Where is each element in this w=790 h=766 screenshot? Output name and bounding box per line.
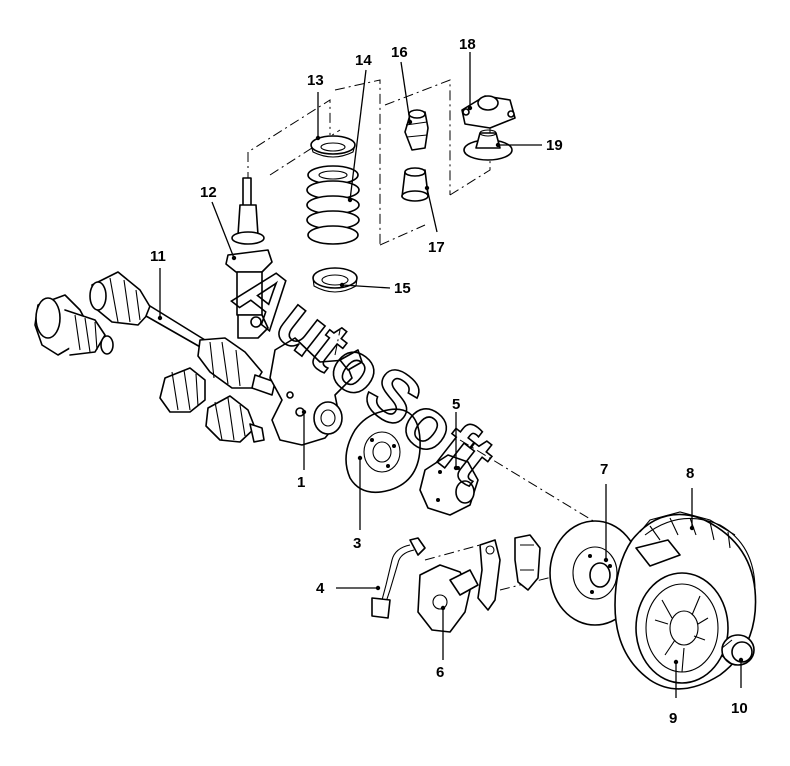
- callout-19: 19: [546, 137, 563, 154]
- cv-boot-small: [159, 367, 206, 413]
- dust-boot: [401, 167, 429, 202]
- coil-spring: [306, 165, 360, 245]
- callout-11: 11: [150, 248, 166, 265]
- callouts: 1 2 3 4 5 6 7 8 9 10: [150, 36, 748, 727]
- callout-16: 16: [391, 44, 408, 61]
- callout-12: 12: [200, 184, 217, 201]
- callout-18: 18: [459, 36, 476, 53]
- wheel-rim: [635, 572, 729, 684]
- callout-6: 6: [436, 664, 444, 681]
- callout-9: 9: [669, 710, 677, 727]
- spring-upper-seat: [310, 135, 356, 158]
- abs-sensor-cable: [371, 537, 426, 619]
- callout-14: 14: [355, 52, 372, 69]
- callout-1: 1: [297, 474, 305, 491]
- hub-cap: [721, 634, 755, 666]
- callout-8: 8: [686, 465, 694, 482]
- cv-boot-inner: [205, 395, 265, 443]
- steering-knuckle: [269, 337, 363, 446]
- callout-5: 5: [452, 396, 460, 413]
- drive-shaft: [89, 271, 276, 396]
- callout-7: 7: [600, 461, 608, 478]
- callout-13: 13: [307, 72, 324, 89]
- brake-pad-outer: [514, 534, 541, 591]
- callout-15: 15: [394, 280, 411, 297]
- brake-pad-inner: [477, 539, 501, 611]
- strut-top-mount: [461, 95, 516, 129]
- callout-10: 10: [731, 700, 748, 717]
- callout-17: 17: [428, 239, 445, 256]
- brake-caliper: [417, 564, 479, 633]
- callout-4: 4: [316, 580, 325, 597]
- shock-absorber: [225, 177, 273, 339]
- callout-3: 3: [353, 535, 361, 552]
- brake-backing-plate: [345, 408, 421, 494]
- cv-joint-outer: [34, 294, 114, 356]
